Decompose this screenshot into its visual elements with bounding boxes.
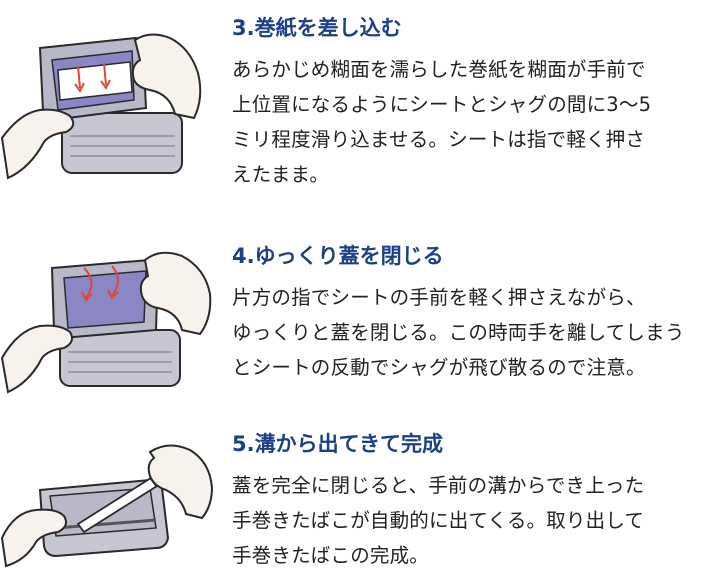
step-3-line: ミリ程度滑り込ませる。シートは指で軽く押さ bbox=[232, 128, 646, 151]
step-4-line: ゆっくりと蓋を閉じる。この時両手を離してしまう bbox=[232, 321, 685, 344]
step-4: 4.ゆっくり蓋を閉じる 片方の指でシートの手前を軽く押さえながら、 ゆっくりと蓋… bbox=[0, 228, 720, 398]
step-5: 5.溝から出てきて完成 蓋を完全に閉じると、手前の溝からでき上った 手巻きたばこ… bbox=[0, 418, 720, 574]
step-3-title: 3.巻紙を差し込む bbox=[232, 16, 402, 40]
step-4-line: 片方の指でシートの手前を軽く押さえながら、 bbox=[232, 286, 646, 309]
step-5-line: 手巻きたばこの完成。 bbox=[232, 544, 430, 567]
step-4-body: 片方の指でシートの手前を軽く押さえながら、 ゆっくりと蓋を閉じる。この時両手を離… bbox=[232, 280, 714, 385]
roller-finished-cigarette-image bbox=[0, 444, 214, 568]
step-3-body: あらかじめ糊面を濡らした巻紙を糊面が手前で 上位置になるようにシートとシャグの間… bbox=[232, 52, 714, 192]
step-5-title: 5.溝から出てきて完成 bbox=[232, 432, 443, 456]
step-5-text: 5.溝から出てきて完成 蓋を完全に閉じると、手前の溝からでき上った 手巻きたばこ… bbox=[232, 430, 714, 573]
step-5-body: 蓋を完全に閉じると、手前の溝からでき上った 手巻きたばこが自動的に出てくる。取り… bbox=[232, 468, 714, 573]
step-4-text: 4.ゆっくり蓋を閉じる 片方の指でシートの手前を軽く押さえながら、 ゆっくりと蓋… bbox=[232, 242, 714, 385]
step-5-line: 手巻きたばこが自動的に出てくる。取り出して bbox=[232, 509, 645, 532]
step-3-line: あらかじめ糊面を濡らした巻紙を糊面が手前で bbox=[232, 58, 646, 81]
step-3-illustration bbox=[0, 18, 215, 188]
step-5-illustration bbox=[0, 428, 215, 568]
step-3-text: 3.巻紙を差し込む あらかじめ糊面を濡らした巻紙を糊面が手前で 上位置になるよう… bbox=[232, 14, 714, 192]
step-3-line: 上位置になるようにシートとシャグの間に3〜5 bbox=[232, 93, 652, 116]
roller-insert-paper-image bbox=[0, 33, 202, 180]
roller-close-lid-image bbox=[0, 251, 212, 394]
step-3-line: えたまま。 bbox=[232, 163, 330, 186]
step-5-line: 蓋を完全に閉じると、手前の溝からでき上った bbox=[232, 474, 645, 497]
step-4-illustration bbox=[0, 238, 215, 398]
step-4-title: 4.ゆっくり蓋を閉じる bbox=[232, 244, 444, 268]
step-4-line: とシートの反動でシャグが飛び散るので注意。 bbox=[232, 356, 646, 379]
step-3: 3.巻紙を差し込む あらかじめ糊面を濡らした巻紙を糊面が手前で 上位置になるよう… bbox=[0, 0, 720, 200]
